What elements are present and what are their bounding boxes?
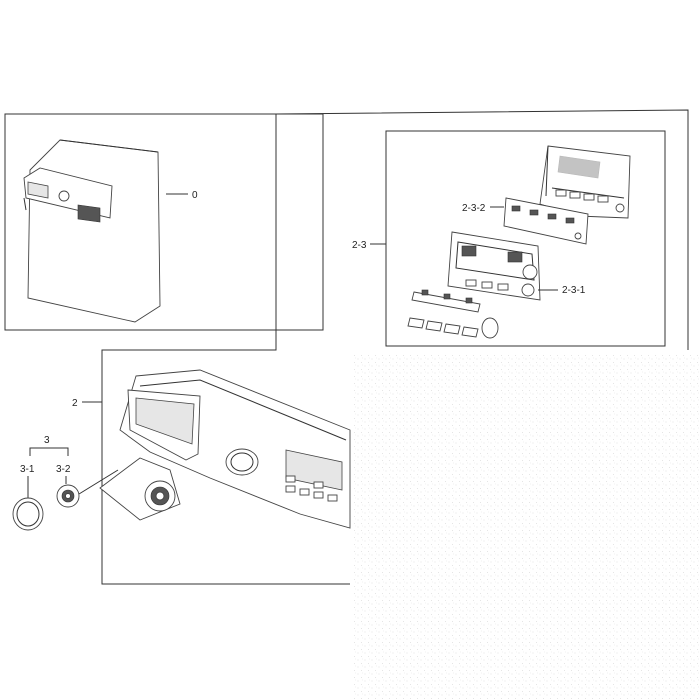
label-control-panel: 2 [72,398,78,409]
pcb-bracket-part [503,197,589,245]
pcb-front-board [447,231,541,301]
button-caps [407,317,499,339]
label-assembly: 0 [192,190,198,201]
label-pcb-cover: 2-3-1 [562,285,586,296]
label-knob-assembly: 3 [44,435,50,446]
knob-part [56,469,119,508]
label-knob: 3-2 [56,464,71,475]
knob-cap-part [12,497,44,531]
appliance-overview-box: 0 [4,113,324,331]
knob-mounting-plate [99,457,181,521]
label-pcb-assembly: 2-3 [352,240,367,251]
knob-callout-group: 3 3-1 3-2 [20,435,71,498]
speckled-background-area [353,355,700,700]
pcb-assembly-box: 2-3-2 2-3-1 [385,130,666,347]
appliance-drawing [23,139,161,323]
control-panel-drawing [119,369,351,529]
button-strip [411,289,481,313]
label-knob-cap: 3-1 [20,464,35,475]
control-panel-frame [101,109,689,585]
label-pcb-bracket: 2-3-2 [462,203,486,214]
pcb-top-board [539,145,631,219]
